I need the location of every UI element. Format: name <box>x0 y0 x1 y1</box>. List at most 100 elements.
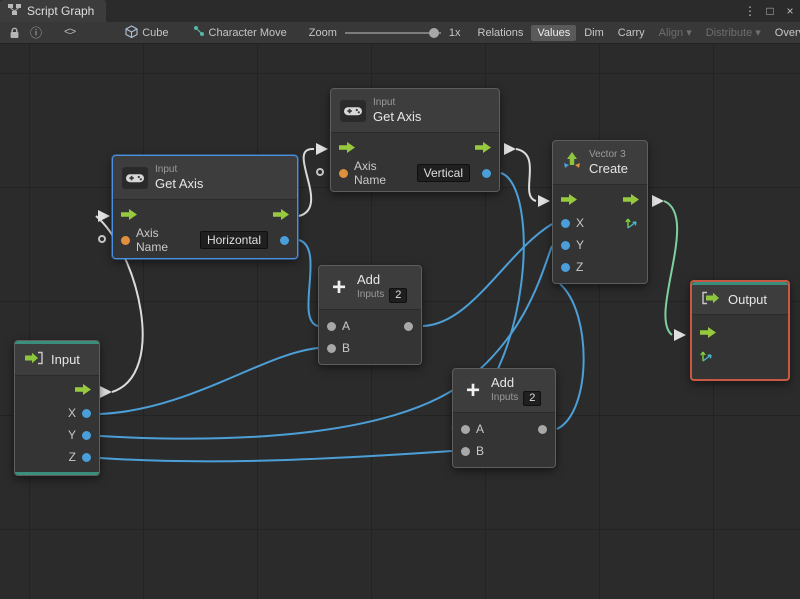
window-maximize-icon[interactable]: □ <box>766 4 774 18</box>
zoom-slider[interactable] <box>344 27 441 39</box>
node-header[interactable]: + Add Inputs 2 <box>453 369 555 413</box>
align-button[interactable]: Align ▾ <box>653 24 698 41</box>
node-header[interactable]: Input <box>15 344 99 376</box>
graph-canvas[interactable]: Input Get Axis Axis Name Vertical <box>0 44 800 599</box>
values-button[interactable]: Values <box>531 24 577 41</box>
wire-flow-horizontal-to-vertical[interactable] <box>298 147 315 217</box>
flow-out-arrow-icon[interactable] <box>623 194 639 208</box>
node-header[interactable]: Input Get Axis <box>331 89 499 133</box>
flow-port-arrow[interactable] <box>98 210 110 222</box>
target-object-label: Cube <box>142 26 169 39</box>
node-vector3-create[interactable]: Vector 3 Create X Y <box>552 140 648 284</box>
port-label: A <box>342 319 351 333</box>
output-port-dot[interactable] <box>82 430 91 440</box>
vector3-input-icon[interactable] <box>700 348 714 365</box>
lock-icon[interactable] <box>4 22 25 43</box>
zoom-slider-handle[interactable] <box>429 27 440 38</box>
flow-port-arrow[interactable] <box>316 143 328 155</box>
flow-port-arrow[interactable] <box>674 329 686 341</box>
unconnected-port-ring[interactable] <box>316 168 324 176</box>
wire-flow-vertical-to-create[interactable] <box>515 148 537 202</box>
window-close-icon[interactable]: × <box>786 4 794 18</box>
node-graph-input[interactable]: Input X Y Z <box>14 340 100 476</box>
input-port-dot[interactable] <box>561 262 570 272</box>
output-port-dot[interactable] <box>82 408 91 418</box>
node-add-1[interactable]: + Add Inputs 2 A B <box>318 265 422 365</box>
output-port-dot[interactable] <box>404 321 413 331</box>
node-add-2[interactable]: + Add Inputs 2 A B <box>452 368 556 468</box>
flow-port-arrow[interactable] <box>100 386 112 398</box>
wire-value-horizontal-to-add1-a[interactable] <box>298 239 319 327</box>
inputs-count-field[interactable]: 2 <box>389 287 408 303</box>
node-category: Vector 3 <box>589 148 626 160</box>
wire-flow-create-to-output[interactable] <box>663 200 679 336</box>
flow-row <box>113 205 297 227</box>
node-header[interactable]: + Add Inputs 2 <box>319 266 421 310</box>
output-port-dot[interactable] <box>82 452 91 462</box>
wire-value-input-z-to-add2-b[interactable] <box>99 450 453 463</box>
dim-button[interactable]: Dim <box>584 26 604 39</box>
port-row-y: Y <box>553 234 647 256</box>
string-port-dot[interactable] <box>339 168 348 178</box>
node-header[interactable]: Vector 3 Create <box>553 141 647 185</box>
port-row-y: Y <box>15 424 99 446</box>
string-port-dot[interactable] <box>121 235 130 245</box>
graph-input-icon <box>24 351 44 368</box>
code-view-icon[interactable]: <> <box>64 26 76 39</box>
inputs-count-field[interactable]: 2 <box>523 390 542 406</box>
flow-in-arrow-icon[interactable] <box>339 142 355 156</box>
flow-in-arrow-icon[interactable] <box>700 327 716 341</box>
window-menu-icon[interactable]: ⋮ <box>744 4 756 18</box>
wire-value-add1-to-vector3-x[interactable] <box>422 223 553 327</box>
flow-out-arrow-icon[interactable] <box>475 142 491 156</box>
input-port-dot[interactable] <box>561 218 570 228</box>
node-header[interactable]: Output <box>692 285 788 315</box>
carry-button[interactable]: Carry <box>617 26 645 39</box>
flow-row <box>692 323 788 345</box>
flow-out-arrow-icon[interactable] <box>273 209 289 223</box>
overview-button[interactable]: Overv <box>774 26 800 39</box>
value-row <box>692 345 788 367</box>
input-port-dot[interactable] <box>327 321 336 331</box>
input-port-dot[interactable] <box>561 240 570 250</box>
wire-layer <box>95 143 686 463</box>
value-out-port-dot[interactable] <box>280 235 289 245</box>
wire-flow-input-to-getaxis-horizontal[interactable] <box>95 215 144 393</box>
flow-port-arrow[interactable] <box>538 195 550 207</box>
port-row-a: A <box>453 418 555 440</box>
flow-in-arrow-icon[interactable] <box>121 209 137 223</box>
value-out-port-dot[interactable] <box>482 168 491 178</box>
flow-row <box>15 380 99 402</box>
node-get-axis-vertical[interactable]: Input Get Axis Axis Name Vertical <box>316 88 500 192</box>
zoom-slider-track[interactable] <box>344 31 441 34</box>
relations-button[interactable]: Relations <box>477 26 524 39</box>
output-port-dot[interactable] <box>538 424 547 434</box>
input-port-dot[interactable] <box>327 343 336 353</box>
tab-script-graph[interactable]: Script Graph <box>0 0 107 22</box>
input-port-dot[interactable] <box>461 424 470 434</box>
node-get-axis-horizontal[interactable]: Input Get Axis Axis Name Horizontal <box>98 155 298 259</box>
axis-name-field[interactable]: Horizontal <box>199 231 268 249</box>
graph-asset-button[interactable]: Character Move <box>188 25 292 40</box>
unconnected-port-ring[interactable] <box>98 235 106 243</box>
vector3-output-icon[interactable] <box>625 215 639 232</box>
flow-port-arrow[interactable] <box>652 195 664 207</box>
distribute-button[interactable]: Distribute ▾ <box>700 24 767 41</box>
wire-value-input-y-to-vector3-y[interactable] <box>99 245 553 440</box>
target-object-button[interactable]: Cube <box>120 24 173 41</box>
node-graph-output[interactable]: Output <box>690 280 790 381</box>
flow-in-arrow-icon[interactable] <box>561 194 577 208</box>
script-graph-icon <box>8 4 21 18</box>
input-port-dot[interactable] <box>461 446 470 456</box>
flow-port-arrow[interactable] <box>504 143 516 155</box>
port-label: Y <box>67 428 76 442</box>
node-category: Input <box>373 96 396 108</box>
node-header[interactable]: Input Get Axis <box>113 156 297 200</box>
wire-value-add2-to-vector3-z[interactable] <box>556 283 585 430</box>
wire-value-input-x-to-add1-b[interactable] <box>99 347 319 415</box>
axis-name-field[interactable]: Vertical <box>416 164 470 182</box>
port-label: A <box>476 422 485 436</box>
info-icon[interactable]: ⓘ <box>30 26 43 40</box>
plus-icon: + <box>465 376 480 404</box>
flow-out-arrow-icon[interactable] <box>75 384 91 398</box>
